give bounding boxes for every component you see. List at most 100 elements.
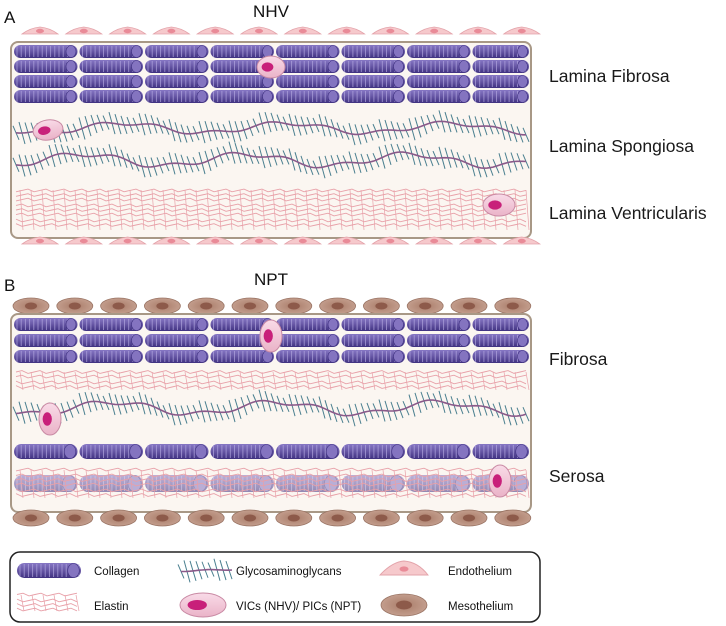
endothelium-layer — [20, 236, 542, 245]
collagen-fiber — [210, 45, 274, 58]
collagen-row — [14, 90, 529, 103]
interstitial-cell — [488, 464, 512, 498]
collagen-fiber — [407, 318, 471, 331]
panel-b-frame — [10, 313, 532, 513]
endothelial-cell — [195, 236, 235, 245]
collagen-fiber — [407, 60, 471, 73]
legend-label-mesothelium: Mesothelium — [448, 601, 513, 613]
spongiosa-layer — [12, 389, 530, 436]
collagen-fiber — [210, 90, 274, 103]
collagen-fiber — [276, 444, 340, 459]
mesothelium-layer — [12, 509, 532, 527]
panel-a-title: NHV — [253, 2, 289, 21]
mesothelium-legend-icon — [380, 593, 428, 617]
interstitial-cell — [179, 592, 227, 618]
collagen-fiber — [79, 90, 143, 103]
collagen-fiber — [472, 334, 529, 347]
label-serosa: Serosa — [549, 466, 605, 486]
endothelial-cell — [152, 236, 191, 245]
elastin-network — [16, 592, 80, 612]
endothelial-cell — [327, 236, 366, 245]
collagen-fiber — [472, 90, 529, 103]
collagen-fiber — [14, 318, 78, 331]
mesothelial-cell — [275, 509, 313, 527]
elastin-network — [15, 467, 530, 499]
endothelial-cell — [152, 26, 191, 35]
mesothelial-cell — [143, 297, 181, 315]
collagen-fiber — [341, 334, 405, 347]
mesothelial-cell — [56, 297, 94, 315]
collagen-row — [14, 475, 529, 492]
collagen-fiber — [79, 75, 143, 88]
endothelial-cell — [195, 26, 235, 35]
endothelial-cell — [283, 26, 323, 35]
mesothelium-layer — [12, 297, 532, 315]
mesothelial-cell — [231, 509, 269, 527]
collagen-fiber — [407, 90, 471, 103]
panel-b — [10, 297, 532, 527]
collagen-fiber — [276, 75, 340, 88]
collagen-fiber — [145, 318, 209, 331]
serosa-layer — [14, 444, 530, 499]
collagen-fiber — [79, 334, 143, 347]
collagen-fiber — [17, 563, 81, 578]
endothelial-cell — [64, 236, 104, 245]
collagen-fiber — [145, 75, 209, 88]
collagen-row — [14, 318, 529, 331]
panel-a-letter: A — [4, 8, 16, 27]
collagen-row — [14, 75, 529, 88]
collagen-fiber — [145, 90, 209, 103]
endothelial-cell — [108, 236, 147, 245]
glycosaminoglycan-strand — [12, 141, 530, 179]
collagen-fiber — [472, 75, 529, 88]
collagen-fiber — [145, 45, 209, 58]
collagen-fiber — [14, 75, 78, 88]
collagen-fiber — [341, 75, 405, 88]
legend-label-elastin: Elastin — [94, 601, 129, 613]
collagen-fiber — [145, 444, 209, 459]
endothelial-cell — [64, 26, 104, 35]
collagen-fiber — [210, 75, 274, 88]
mesothelial-cell — [187, 297, 225, 315]
collagen-row — [14, 350, 529, 363]
collagen-fiber — [341, 45, 405, 58]
collagen-row — [14, 334, 529, 347]
collagen-fiber — [407, 45, 471, 58]
collagen-fiber — [145, 60, 209, 73]
interstitial-cell — [482, 193, 516, 217]
lamina-fibrosa-layer — [14, 45, 529, 103]
endothelial-cell — [502, 236, 542, 245]
mesothelial-cell — [362, 509, 400, 527]
endothelial-cell — [371, 26, 410, 35]
collagen-fiber — [341, 60, 405, 73]
collagen-fiber — [145, 475, 209, 492]
legend-label-glycosaminoglycans: Glycosaminoglycans — [236, 566, 342, 578]
mesothelial-cell — [319, 297, 357, 315]
label-lamina-spongiosa: Lamina Spongiosa — [549, 136, 694, 156]
collagen-fiber — [14, 60, 78, 73]
endothelial-cell — [239, 26, 279, 35]
interstitial-cell — [259, 319, 283, 353]
collagen-fiber — [79, 318, 143, 331]
collagen-fiber — [341, 318, 405, 331]
collagen-fiber — [79, 444, 143, 459]
collagen-fiber — [210, 350, 274, 363]
endothelial-cell — [371, 236, 410, 245]
collagen-legend-icon — [17, 563, 81, 578]
collagen-fiber — [276, 60, 340, 73]
collagen-fiber — [276, 350, 340, 363]
mesothelial-cell — [450, 509, 488, 527]
glycosaminoglycan-legend-icon — [177, 558, 233, 583]
collagen-fiber — [407, 444, 471, 459]
mesothelial-cell — [319, 509, 357, 527]
panel-a — [10, 26, 542, 245]
collagen-fiber — [276, 45, 340, 58]
collagen-fiber — [341, 444, 405, 459]
endothelial-cell — [239, 236, 279, 245]
label-fibrosa: Fibrosa — [549, 349, 608, 369]
mesothelial-cell — [187, 509, 225, 527]
endothelial-cell — [283, 236, 323, 245]
